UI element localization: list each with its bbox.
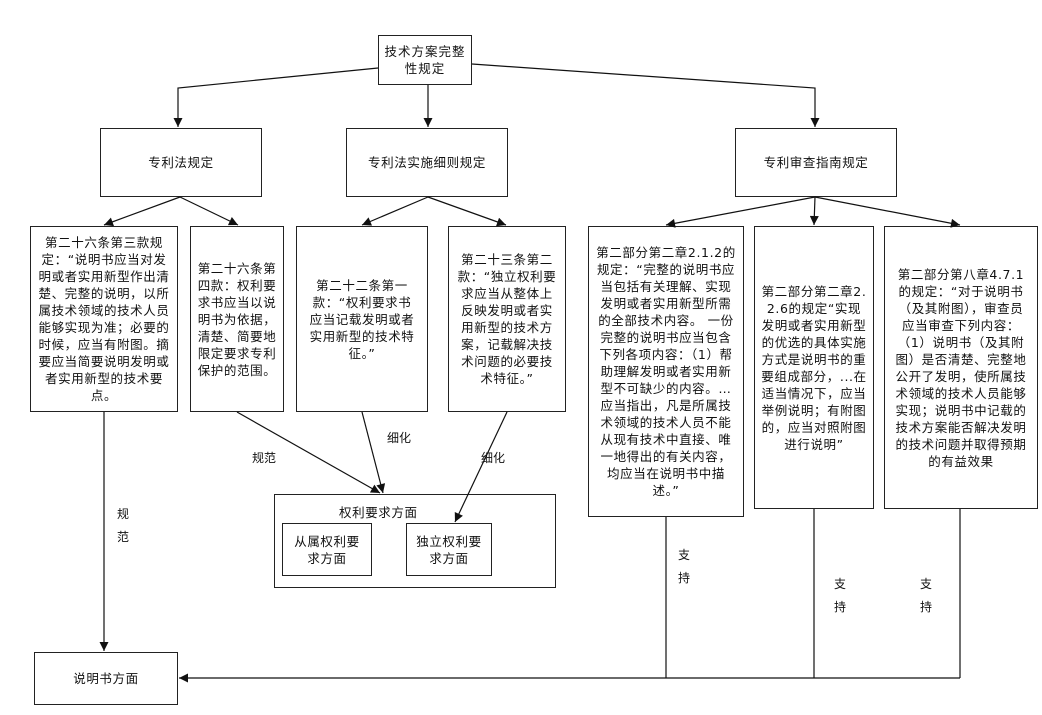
edge-label-support-2-1-2: 支持 [678, 548, 691, 585]
edge-root-to-patent-law [173, 67, 379, 127]
description-aspect-text: 说明书方面 [73, 671, 139, 686]
guide-4-7-1-node: 第二部分第八章4.7.1的规定：“对于说明书（及其附图），审查员应当审查下列内容… [884, 226, 1038, 509]
edge-patent-law-to-art26-para4 [179, 196, 239, 226]
guide-2-1-2-node: 第二部分第二章2.1.2的规定：“完整的说明书应当包括有关理解、实现发明或者实用… [588, 226, 744, 517]
root-node-text: 技术方案完整性规定 [384, 44, 466, 76]
law-art26-para3-text: 第二十六条第三款规定：“说明书应当对发明或者实用新型作出清楚、完整的说明，以所属… [38, 235, 170, 403]
rules-art22-para1-text: 第二十二条第一款：“权利要求书应当记载发明或者实用新型的技术特征。” [309, 277, 415, 361]
patent-law-text: 专利法规定 [148, 155, 214, 170]
rules-art23-para2-node: 第二十三条第二款：“独立权利要求应当从整体上反映发明或者实用新型的技术方案，记载… [448, 226, 566, 412]
implementing-rules-text: 专利法实施细则规定 [368, 155, 486, 170]
edge-root-to-examination-guidelines [471, 63, 820, 127]
edge-label-refine-art23: 细化 [481, 451, 506, 465]
dependent-claims-text: 从属权利要求方面 [294, 533, 360, 566]
examination-guidelines-node: 专利审查指南规定 [735, 128, 897, 197]
edge-label-support-4-7-1: 支持 [920, 577, 933, 614]
edge-guidelines-to-2-2-6 [809, 196, 819, 226]
edge-guidelines-to-4-7-1 [814, 196, 961, 228]
rules-art23-para2-text: 第二十三条第二款：“独立权利要求应当从整体上反映发明或者实用新型的技术方案，记载… [457, 252, 557, 386]
guide-2-1-2-text: 第二部分第二章2.1.2的规定：“完整的说明书应当包括有关理解、实现发明或者实用… [596, 245, 736, 498]
patent-law-node: 专利法规定 [100, 128, 262, 197]
examination-guidelines-text: 专利审查指南规定 [763, 155, 869, 170]
claims-aspect-title: 权利要求方面 [339, 505, 418, 520]
rules-art22-para1-node: 第二十二条第一款：“权利要求书应当记载发明或者实用新型的技术特征。” [296, 226, 428, 412]
edge-art22-para1-to-claims [361, 411, 386, 494]
guide-4-7-1-text: 第二部分第八章4.7.1的规定：“对于说明书（及其附图），审查员应当审查下列内容… [895, 266, 1027, 469]
edge-label-regulate-claims: 规范 [252, 451, 277, 465]
edge-label-refine-art22: 细化 [387, 431, 412, 445]
edge-label-regulate-description: 规范 [117, 507, 130, 544]
implementing-rules-node: 专利法实施细则规定 [346, 128, 508, 197]
guide-2-2-6-text: 第二部分第二章2.2.6的规定“实现发明或者实用新型的优选的具体实施方式是说明书… [761, 283, 867, 452]
edge-patent-law-to-art26-para3 [103, 196, 181, 227]
edge-rules-to-art23-para2 [427, 196, 507, 227]
edge-guidelines-to-2-1-2 [665, 196, 816, 228]
edge-rules-to-art22-para1 [361, 196, 429, 226]
law-art26-para4-text: 第二十六条第四款：权利要求书应当以说明书为依据，清楚、简要地限定要求专利保护的范… [197, 260, 277, 378]
root-node: 技术方案完整性规定 [378, 35, 472, 85]
independent-claims-text: 独立权利要求方面 [416, 533, 482, 566]
law-art26-para3-node: 第二十六条第三款规定：“说明书应当对发明或者实用新型作出清楚、完整的说明，以所属… [30, 226, 178, 412]
law-art26-para4-node: 第二十六条第四款：权利要求书应当以说明书为依据，清楚、简要地限定要求专利保护的范… [190, 226, 284, 412]
dependent-claims-node: 从属权利要求方面 [282, 523, 372, 576]
description-aspect-node: 说明书方面 [34, 652, 178, 705]
independent-claims-node: 独立权利要求方面 [406, 523, 492, 576]
guide-2-2-6-node: 第二部分第二章2.2.6的规定“实现发明或者实用新型的优选的具体实施方式是说明书… [754, 226, 874, 509]
edge-label-support-2-2-6: 支持 [834, 577, 847, 614]
